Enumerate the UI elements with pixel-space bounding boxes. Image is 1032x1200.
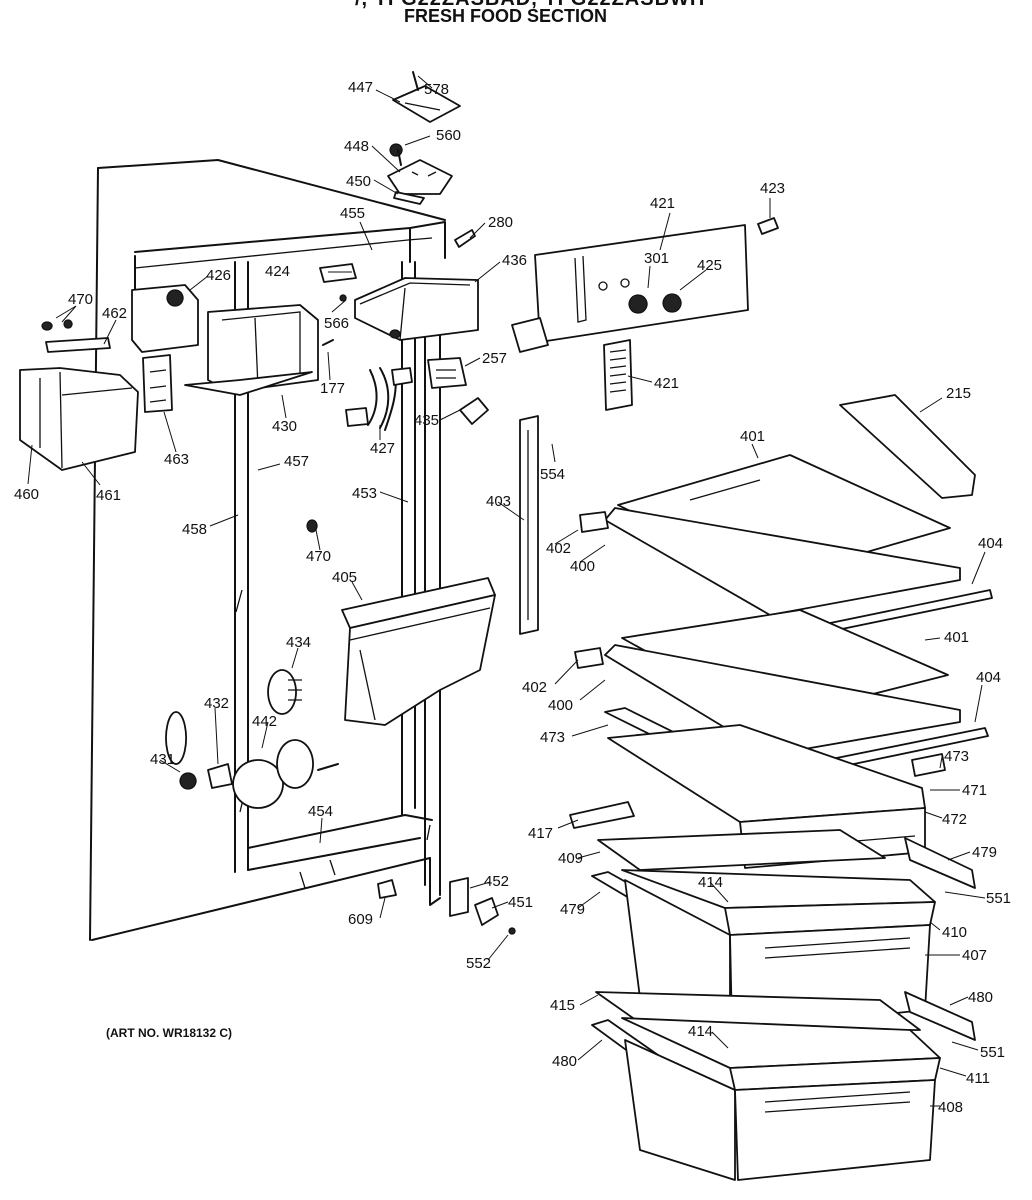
part-label: 480 <box>552 1053 577 1070</box>
part-label: 425 <box>697 257 722 274</box>
part-label: 301 <box>644 250 669 267</box>
part-label: 431 <box>150 751 175 768</box>
part-label: 407 <box>962 947 987 964</box>
part-label: 257 <box>482 350 507 367</box>
part-label: 408 <box>938 1099 963 1116</box>
part-label: 411 <box>966 1070 990 1087</box>
part-label: 454 <box>308 803 333 820</box>
part-label: 409 <box>558 850 583 867</box>
control-housing-group <box>319 263 489 431</box>
part-label: 410 <box>942 924 967 941</box>
part-label: 471 <box>962 782 987 799</box>
art-number: (ART NO. WR18132 C) <box>106 1026 233 1040</box>
part-label: 401 <box>944 629 969 646</box>
part-label: 566 <box>324 315 349 332</box>
part-label: 472 <box>942 811 967 828</box>
part-label: 450 <box>346 173 371 190</box>
part-label: 402 <box>546 540 571 557</box>
part-label: 177 <box>320 380 345 397</box>
part-label: 463 <box>164 451 189 468</box>
part-label: 457 <box>284 453 309 470</box>
part-label: 436 <box>502 252 527 269</box>
part-label: 414 <box>688 1023 713 1040</box>
part-label: 462 <box>102 305 127 322</box>
part-label: 280 <box>488 214 513 231</box>
part-label: 479 <box>972 844 997 861</box>
diagram-title-fragment: /, TFG22ZASBAD, TFG22ZASBWH <box>355 0 705 11</box>
part-label: 400 <box>548 697 573 714</box>
part-label: 560 <box>436 127 461 144</box>
part-label: 414 <box>698 874 723 891</box>
part-label: 447 <box>348 79 373 96</box>
part-label: 452 <box>484 873 509 890</box>
drawer-405 <box>341 577 496 726</box>
part-label: 430 <box>272 418 297 435</box>
part-label: 554 <box>540 466 565 483</box>
part-label: 404 <box>976 669 1001 686</box>
leader-lines <box>27 75 986 1107</box>
part-label: 480 <box>968 989 993 1006</box>
part-label: 215 <box>946 385 971 402</box>
part-label: 473 <box>540 729 565 746</box>
part-label: 427 <box>370 440 395 457</box>
part-label: 551 <box>986 890 1011 907</box>
shelf-upper <box>579 394 993 637</box>
part-label: 405 <box>332 569 357 586</box>
part-label: 460 <box>14 486 39 503</box>
part-label: 423 <box>760 180 785 197</box>
part-label: 470 <box>306 548 331 565</box>
lower-left-components <box>165 519 516 935</box>
part-label: 442 <box>252 713 277 730</box>
part-label: 453 <box>352 485 377 502</box>
part-label: 403 <box>486 493 511 510</box>
part-label: 578 <box>424 81 449 98</box>
air-damper-group <box>19 284 319 471</box>
part-label: 402 <box>522 679 547 696</box>
part-label: 417 <box>528 825 553 842</box>
part-label: 455 <box>340 205 365 222</box>
part-label: 434 <box>286 634 311 651</box>
part-labels: 447 578 560 448 450 423 421 280 455 436 … <box>14 79 1011 1116</box>
part-label: 609 <box>348 911 373 928</box>
part-label: 435 <box>414 412 439 429</box>
part-label: 415 <box>550 997 575 1014</box>
part-label: 432 <box>204 695 229 712</box>
thermostat-cover-group <box>387 71 779 248</box>
part-label: 479 <box>560 901 585 918</box>
part-label: 426 <box>206 267 231 284</box>
part-label: 421 <box>650 195 675 212</box>
part-label: 421 <box>654 375 679 392</box>
part-label: 400 <box>570 558 595 575</box>
part-label: 551 <box>980 1044 1005 1061</box>
crisper-lower-assembly <box>591 991 976 1181</box>
part-label: 404 <box>978 535 1003 552</box>
part-label: 470 <box>68 291 93 308</box>
part-label: 552 <box>466 955 491 972</box>
part-label: 473 <box>944 748 969 765</box>
part-label: 461 <box>96 487 121 504</box>
section-title: FRESH FOOD SECTION <box>404 6 608 26</box>
part-label: 458 <box>182 521 207 538</box>
part-label: 401 <box>740 428 765 445</box>
control-panel <box>511 224 749 635</box>
part-label: 448 <box>344 138 369 155</box>
part-label: 451 <box>508 894 533 911</box>
part-label: 424 <box>265 263 290 280</box>
